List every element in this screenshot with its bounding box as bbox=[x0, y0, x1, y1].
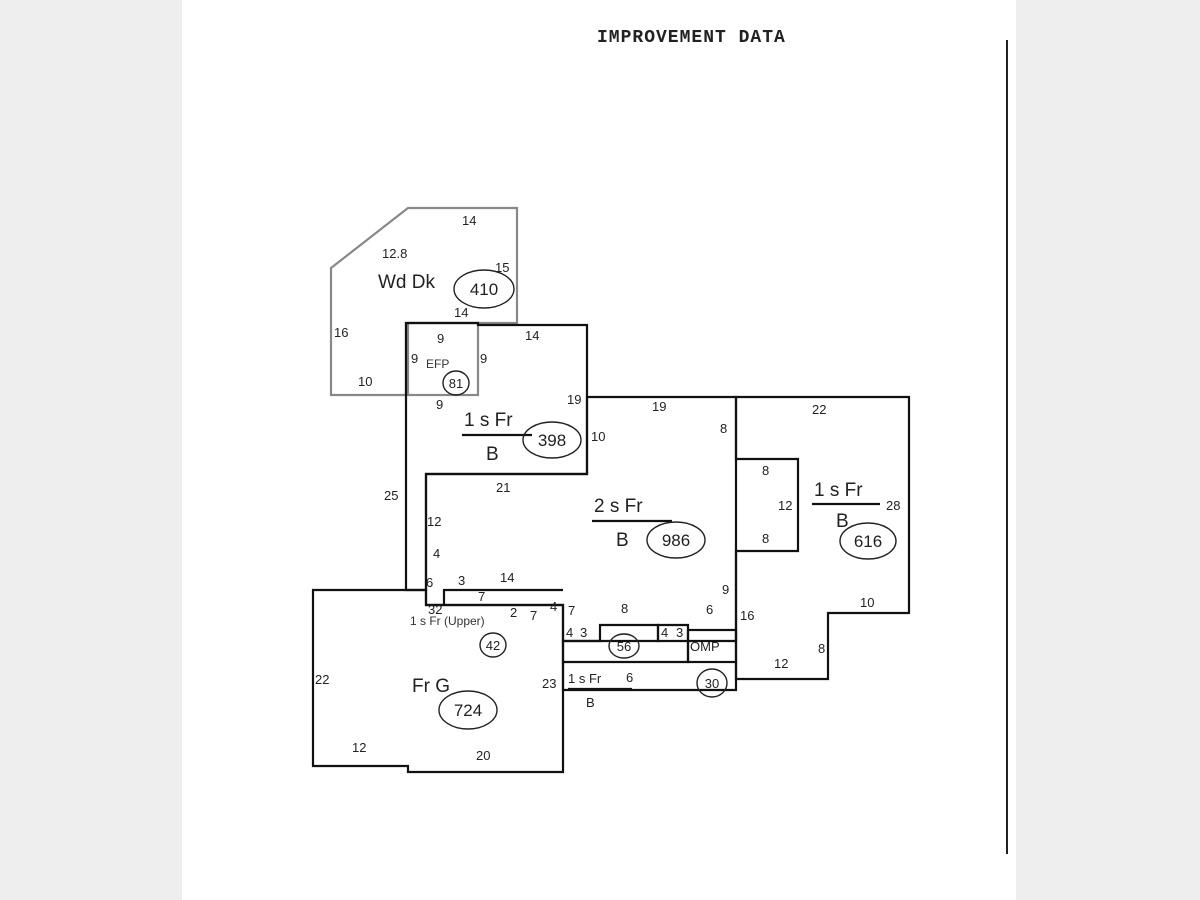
dim-label: 4 bbox=[661, 625, 668, 640]
dim-label: 4 bbox=[433, 546, 440, 561]
dim-label: 14 bbox=[525, 328, 539, 343]
area-sqft-398: 398 bbox=[538, 431, 566, 450]
dim-label: 9 bbox=[411, 351, 418, 366]
area-sqft-986: 986 bbox=[662, 531, 690, 550]
dim-label: 3 bbox=[676, 625, 683, 640]
area-label-garage: Fr G bbox=[412, 676, 450, 697]
dim-label: 15 bbox=[495, 260, 509, 275]
dim-label: 10 bbox=[860, 595, 874, 610]
area-circle-410 bbox=[453, 269, 515, 309]
upper-strip-outline bbox=[442, 588, 563, 605]
area-sqft-30: 30 bbox=[705, 676, 719, 691]
dim-label: 19 bbox=[652, 399, 666, 414]
area-circle-986 bbox=[646, 521, 706, 559]
dim-label: 16 bbox=[334, 325, 348, 340]
dim-label: 7 bbox=[478, 589, 485, 604]
dim-label: 9 bbox=[722, 582, 729, 597]
area-sub-616: B bbox=[836, 511, 849, 532]
dim-label: 9 bbox=[436, 397, 443, 412]
area-circle-42 bbox=[479, 632, 507, 658]
area-sub-lower: B bbox=[586, 695, 595, 710]
dim-label: 19 bbox=[567, 392, 581, 407]
dim-label: 12 bbox=[427, 514, 441, 529]
area-label-efp: EFP bbox=[426, 357, 449, 371]
area-sqft-efp: 81 bbox=[449, 376, 463, 391]
area-sub-986: B bbox=[616, 530, 629, 551]
dim-label: 8 bbox=[762, 531, 769, 546]
area-circle-30 bbox=[696, 668, 728, 698]
dim-label: 10 bbox=[358, 374, 372, 389]
dim-label: 7 bbox=[530, 608, 537, 623]
dim-label: 4 bbox=[566, 625, 573, 640]
dim-label: 20 bbox=[476, 748, 490, 763]
dim-label: 12 bbox=[352, 740, 366, 755]
dim-label: 14 bbox=[454, 305, 468, 320]
dim-label: 7 bbox=[568, 603, 575, 618]
area-sqft-garage: 724 bbox=[454, 701, 482, 720]
dim-label: 10 bbox=[591, 429, 605, 444]
right-border-line bbox=[1006, 40, 1008, 854]
dim-label: 9 bbox=[437, 331, 444, 346]
area-label-omp: OMP bbox=[690, 639, 720, 654]
dim-label: 4 bbox=[550, 599, 557, 614]
dim-label: 22 bbox=[315, 672, 329, 687]
dim-label: 6 bbox=[426, 575, 433, 590]
dim-label: 3 bbox=[580, 625, 587, 640]
dim-label: 6 bbox=[706, 602, 713, 617]
area-label-lower: 1 s Fr bbox=[568, 671, 602, 686]
dim-label: 14 bbox=[500, 570, 514, 585]
dim-label: 12 bbox=[778, 498, 792, 513]
area-sub-398: B bbox=[486, 444, 499, 465]
area-sqft-wood-deck: 410 bbox=[470, 280, 498, 299]
area-circle-616 bbox=[839, 522, 897, 560]
omp-outline bbox=[686, 628, 738, 664]
area-label-upper: 1 s Fr (Upper) bbox=[410, 614, 485, 628]
dim-label: 8 bbox=[762, 463, 769, 478]
porch-outline bbox=[561, 623, 690, 664]
dim-label: 8 bbox=[720, 421, 727, 436]
area-label-398: 1 s Fr bbox=[464, 410, 513, 431]
sketch-page: IMPROVEMENT DATA bbox=[182, 0, 1016, 900]
area-label-616: 1 s Fr bbox=[814, 480, 863, 501]
page-title: IMPROVEMENT DATA bbox=[597, 28, 786, 48]
garage-outline bbox=[311, 588, 565, 774]
wood-deck-outline bbox=[329, 206, 519, 397]
area-circle-81 bbox=[442, 370, 470, 396]
dim-label: 12 bbox=[774, 656, 788, 671]
area-circle-724 bbox=[438, 690, 498, 730]
dim-label: 28 bbox=[886, 498, 900, 513]
dim-label: 8 bbox=[818, 641, 825, 656]
dim-label: 23 bbox=[542, 676, 556, 691]
lower-strip-outline bbox=[561, 662, 738, 692]
dim-label: 25 bbox=[384, 488, 398, 503]
area-sqft-42: 42 bbox=[486, 638, 500, 653]
dim-label: 16 bbox=[740, 608, 754, 623]
dim-label: 9 bbox=[480, 351, 487, 366]
dim-label: 22 bbox=[812, 402, 826, 417]
area-circle-398 bbox=[522, 421, 582, 459]
area-label-wood-deck: Wd Dk bbox=[378, 272, 436, 293]
dim-label: 32 bbox=[428, 602, 442, 617]
dim-label: 8 bbox=[621, 601, 628, 616]
dim-label: 12.8 bbox=[382, 246, 407, 261]
dim-label: 6 bbox=[626, 670, 633, 685]
dim-label: 2 bbox=[510, 605, 517, 620]
floor-plan-sketch: Wd Dk 410 EFP 81 1 s Fr B 398 2 s Fr B 9… bbox=[311, 206, 911, 774]
dim-label: 21 bbox=[496, 480, 510, 495]
area-sqft-56: 56 bbox=[617, 639, 631, 654]
dim-label: 14 bbox=[462, 213, 476, 228]
area-label-986: 2 s Fr bbox=[594, 496, 643, 517]
area-sqft-616: 616 bbox=[854, 532, 882, 551]
dim-label: 3 bbox=[458, 573, 465, 588]
area-circle-56 bbox=[608, 633, 640, 659]
